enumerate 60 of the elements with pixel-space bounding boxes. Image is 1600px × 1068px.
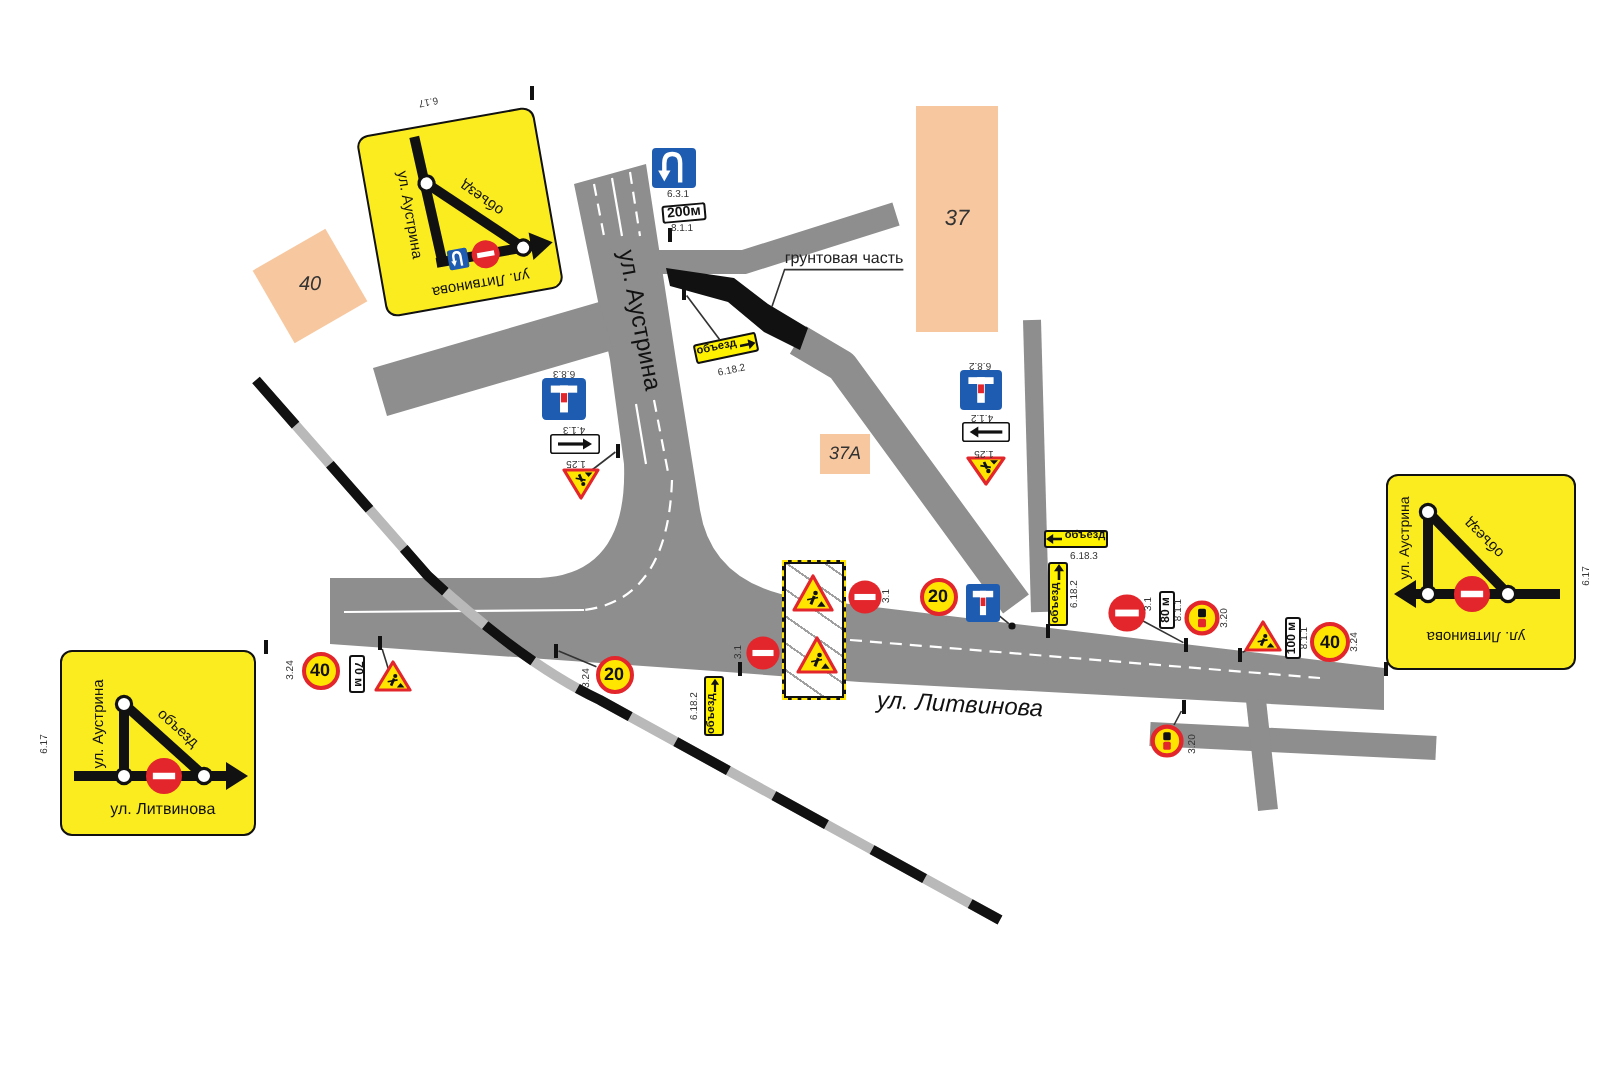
street-name: ул. Литвинова (876, 687, 1044, 721)
no-entry-sign-icon (746, 635, 780, 669)
street-name: ул. Аустрина (614, 247, 666, 393)
street-name: ул. Литвинова (110, 801, 216, 818)
turn-arrow-plate-icon (962, 422, 1010, 442)
road-works-sign-icon (966, 456, 1006, 486)
road-works-sign-icon (561, 468, 599, 500)
dead-end-sign-icon (960, 370, 1002, 410)
speed-limit-sign: 40 (1310, 622, 1350, 662)
post-mark (737, 661, 743, 675)
leader-line (1141, 620, 1185, 644)
post-mark (1183, 637, 1189, 651)
dead-end-sign-icon (965, 583, 999, 621)
u-turn-sign-icon (652, 148, 696, 188)
leader-line (998, 614, 1010, 625)
speed-limit-sign: 40 (301, 651, 339, 689)
building-plot (916, 106, 998, 332)
post-mark (1181, 699, 1187, 713)
detour-sign (1385, 474, 1575, 670)
post-mark (553, 643, 559, 657)
detour-plate (704, 676, 724, 736)
dead-end-sign-icon (542, 378, 586, 420)
leader-line (591, 451, 617, 471)
road-works-sign-icon (795, 635, 838, 674)
leader-line (1241, 649, 1248, 654)
road-works-sign-icon (791, 573, 834, 612)
post-mark (377, 635, 383, 649)
post-mark (529, 85, 535, 99)
detour-plate (1044, 529, 1108, 547)
leader-line (771, 268, 905, 308)
detour-sign (60, 649, 256, 835)
no-entry-sign-icon (848, 579, 882, 613)
detour-plate (692, 331, 760, 365)
post-mark (263, 639, 269, 653)
no-entry-sign-icon (1107, 593, 1145, 631)
building-plot (820, 434, 870, 474)
detour-plate (1048, 562, 1068, 626)
road-works-sign-icon (373, 660, 411, 692)
annotation-text: грунтовая часть (784, 250, 904, 270)
no-overtaking-sign-icon (1184, 600, 1220, 636)
post-mark (1045, 623, 1051, 637)
speed-limit-sign: 20 (919, 577, 957, 615)
turn-arrow-plate-icon (550, 433, 600, 453)
post-mark (615, 443, 621, 457)
house-number: 37 (944, 208, 970, 230)
leader-line (1173, 710, 1183, 726)
house-number: 37А (829, 445, 861, 463)
road-closure-barrier (782, 560, 846, 700)
unpaved-road-section (666, 268, 808, 350)
no-overtaking-sign-icon (1149, 723, 1183, 757)
leader-line (557, 650, 598, 668)
road-works-sign-icon (1243, 620, 1281, 652)
post-mark (667, 228, 673, 242)
post-mark (1383, 661, 1389, 675)
post-mark (1237, 647, 1243, 661)
leader-line (685, 294, 721, 340)
leader-line (381, 648, 389, 670)
post-mark (1008, 622, 1016, 630)
house-number: 40 (298, 276, 322, 296)
post-mark (681, 285, 687, 299)
